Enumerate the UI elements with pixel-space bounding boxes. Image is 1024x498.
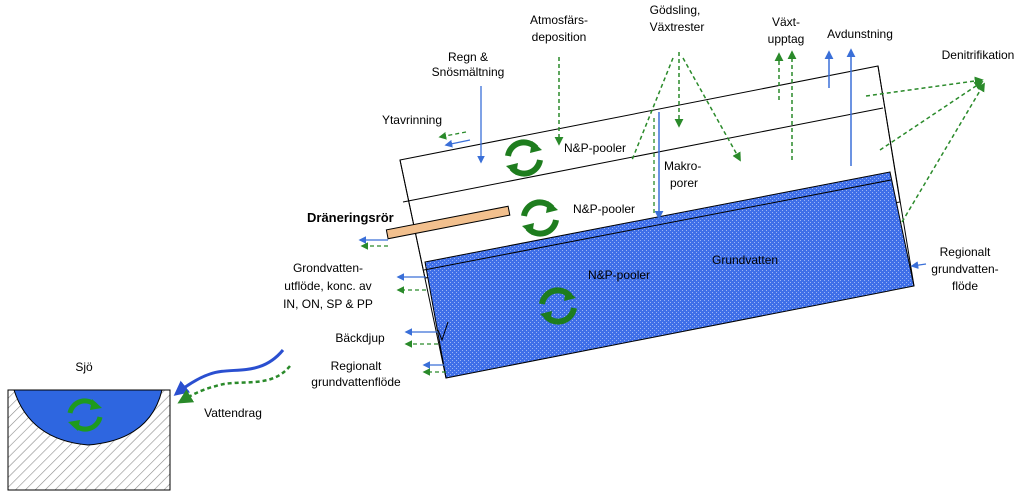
stream-water-arrow (173, 349, 285, 396)
label-regin-1: Regionalt (940, 245, 991, 259)
label-regin-3: flöde (952, 279, 978, 293)
label-regout-1: Regionalt (331, 359, 382, 373)
label-makro-2: porer (670, 176, 698, 190)
label-ytavrinning: Ytavrinning (382, 113, 442, 127)
stream-nutrient-arrow (177, 365, 291, 404)
regional-in-arrow-blue (910, 261, 927, 269)
label-regin-2: grundvatten- (931, 262, 998, 276)
label-grundvatten: Grundvatten (712, 253, 778, 267)
label-regn-2: Snösmältning (432, 65, 505, 79)
denitrification-arrows (865, 76, 985, 223)
label-backdjup: Bäckdjup (335, 331, 385, 345)
cycle-icon-lake (67, 398, 103, 432)
label-atmos-1: Atmosfärs- (530, 13, 588, 27)
upper-layer-line (402, 107, 884, 203)
soil-block (399, 65, 915, 379)
label-gwout-2: utflöde, konc. av (284, 279, 371, 293)
runoff-arrow-green (438, 131, 467, 140)
cycle-icon-mid (521, 199, 559, 237)
runoff-arrow-blue (444, 139, 471, 148)
fertilizer-arrow-2 (682, 57, 741, 162)
label-denitrifikation: Denitrifikation (942, 48, 1015, 62)
label-pool-mid: N&P-pooler (573, 202, 635, 216)
label-vaxt-2: upptag (768, 32, 805, 46)
fertilizer-arrow-3 (631, 57, 674, 161)
label-godsling-2: Växtrester (650, 20, 705, 34)
lake-water (13, 389, 163, 446)
cycle-icon-groundwater (539, 287, 577, 325)
groundwater-table-line (423, 179, 892, 271)
lake (7, 389, 171, 491)
cycle-icon-top (505, 139, 543, 177)
label-regout-2: grundvattenflöde (311, 375, 401, 389)
label-gwout-1: Grondvatten- (293, 261, 363, 275)
drain-pipe (385, 205, 511, 240)
label-vaxt-1: Växt- (772, 15, 800, 29)
label-pool-top: N&P-pooler (564, 141, 626, 155)
label-regn-1: Regn & (448, 50, 488, 64)
label-godsling-1: Gödsling, (650, 3, 701, 17)
label-atmos-2: deposition (532, 30, 587, 44)
stream-depth-marker (437, 321, 449, 342)
label-vattendrag: Vattendrag (204, 406, 262, 420)
label-avdunstning: Avdunstning (827, 27, 893, 41)
label-makro-1: Makro- (664, 159, 701, 173)
label-pool-groundwater: N&P-pooler (588, 268, 650, 282)
label-sjo: Sjö (75, 360, 93, 374)
label-dranering: Dräneringsrör (307, 210, 394, 225)
label-gwout-3: IN, ON, SP & PP (283, 297, 373, 311)
